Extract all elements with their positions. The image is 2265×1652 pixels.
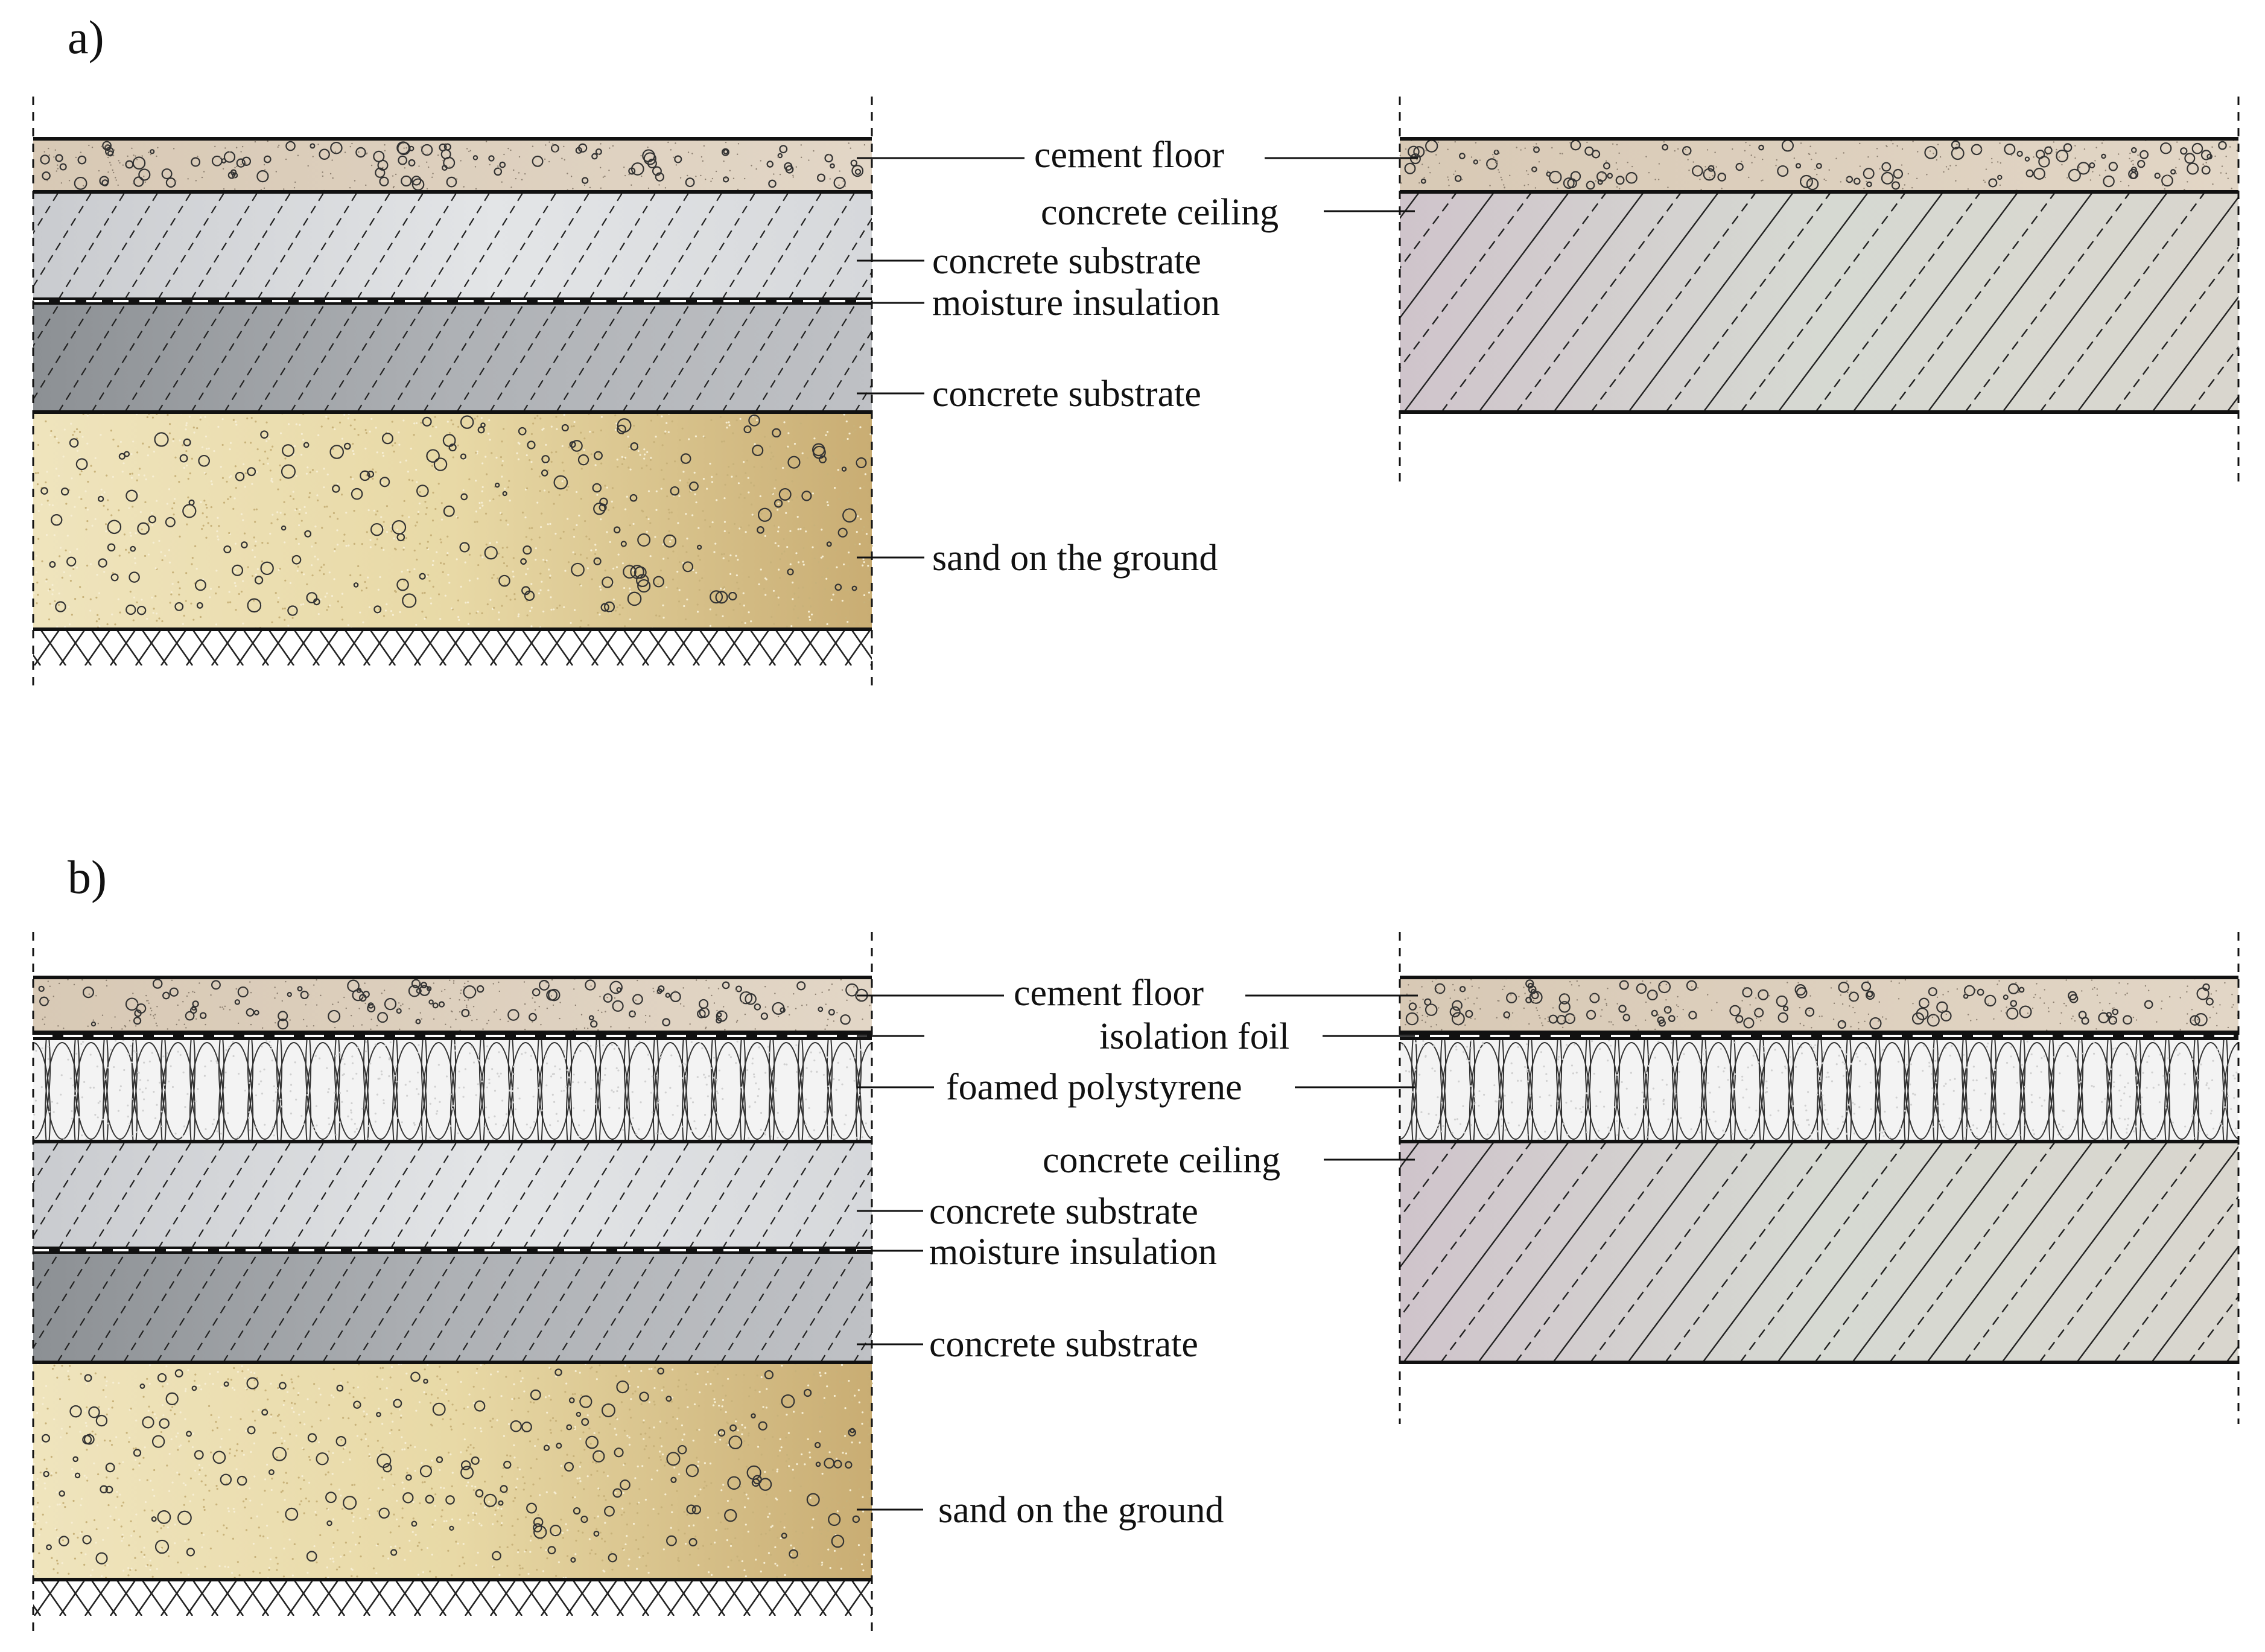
label-cement-floor-b: cement floor	[1014, 973, 1204, 1014]
label-isolation-foil-b: isolation foil	[1099, 1016, 1289, 1057]
label-foamed-polystyrene-b: foamed polystyrene	[946, 1067, 1242, 1108]
ground-hatch	[33, 629, 872, 666]
panel-a-right-leaders	[1265, 157, 1418, 212]
cement-floor-layer	[33, 139, 872, 192]
section-cut-lines	[1399, 932, 2240, 1424]
foamed-polystyrene-pattern	[1400, 1040, 2238, 1142]
panel-b-right-section	[1399, 932, 2240, 1424]
panel-b-left-section	[32, 932, 873, 1632]
panel-b-left-leaders	[857, 994, 1004, 1511]
foamed-polystyrene-layer	[33, 1040, 872, 1142]
concrete-ceiling-hatch	[1400, 192, 2238, 412]
section-cut-lines	[1399, 97, 2240, 489]
isolation-foil-layer	[33, 1031, 872, 1040]
label-concrete-ceiling-b: concrete ceiling	[1043, 1140, 1280, 1181]
concrete-ceiling-hatch	[1400, 1142, 2238, 1362]
panel-a-left-section	[32, 97, 873, 688]
cement-floor-layer	[33, 977, 872, 1031]
label-concrete-substrate-bottom-a: concrete substrate	[932, 373, 1201, 415]
cement-floor-aggregate	[38, 977, 871, 1032]
isolation-foil-layer	[1400, 1031, 2238, 1040]
moisture-insulation-layer	[33, 1247, 872, 1254]
moisture-insulation-layer	[33, 297, 872, 305]
concrete-substrate-bottom-hatch	[33, 1254, 872, 1362]
sand-layer	[33, 1364, 872, 1580]
label-moisture-insulation-b: moisture insulation	[929, 1231, 1217, 1272]
concrete-ceiling-layer	[1400, 1142, 2238, 1362]
concrete-substrate-top-layer	[33, 192, 872, 299]
cement-floor-aggregate	[1399, 138, 2238, 192]
label-concrete-substrate-bottom-b: concrete substrate	[929, 1324, 1198, 1365]
panel-a-right-section	[1399, 97, 2240, 489]
concrete-substrate-bottom-layer	[33, 305, 872, 412]
concrete-substrate-bottom-layer	[33, 1254, 872, 1362]
panel-a-label: a)	[68, 11, 104, 63]
panel-b-right-leaders	[1245, 994, 1418, 1161]
panel-a-left-leaders	[857, 157, 1024, 559]
label-moisture-insulation-a: moisture insulation	[932, 282, 1220, 323]
concrete-ceiling-layer	[1400, 192, 2238, 412]
label-sand-a: sand on the ground	[932, 538, 1218, 579]
ground-hatch	[33, 1580, 872, 1616]
label-concrete-ceiling-a: concrete ceiling	[1041, 192, 1279, 233]
cement-floor-aggregate	[1405, 976, 2239, 1031]
cement-floor-layer	[1400, 977, 2238, 1031]
concrete-substrate-top-hatch	[33, 192, 872, 299]
panel-b-label: b)	[68, 851, 107, 903]
sand-layer	[33, 413, 872, 629]
concrete-substrate-top-layer	[33, 1142, 872, 1249]
sand-aggregate	[32, 412, 873, 631]
label-cement-floor-a: cement floor	[1034, 135, 1224, 176]
label-concrete-substrate-top-b: concrete substrate	[929, 1191, 1198, 1232]
cement-floor-layer	[1400, 139, 2238, 192]
concrete-substrate-bottom-hatch	[33, 305, 872, 412]
foamed-polystyrene-layer	[1400, 1040, 2238, 1142]
section-cut-lines	[32, 932, 873, 1632]
section-cut-lines	[32, 97, 873, 688]
label-concrete-substrate-top-a: concrete substrate	[932, 241, 1201, 282]
sand-aggregate	[33, 1362, 873, 1581]
label-sand-b: sand on the ground	[938, 1490, 1224, 1531]
foamed-polystyrene-pattern	[33, 1040, 872, 1142]
concrete-substrate-top-hatch	[33, 1142, 872, 1249]
